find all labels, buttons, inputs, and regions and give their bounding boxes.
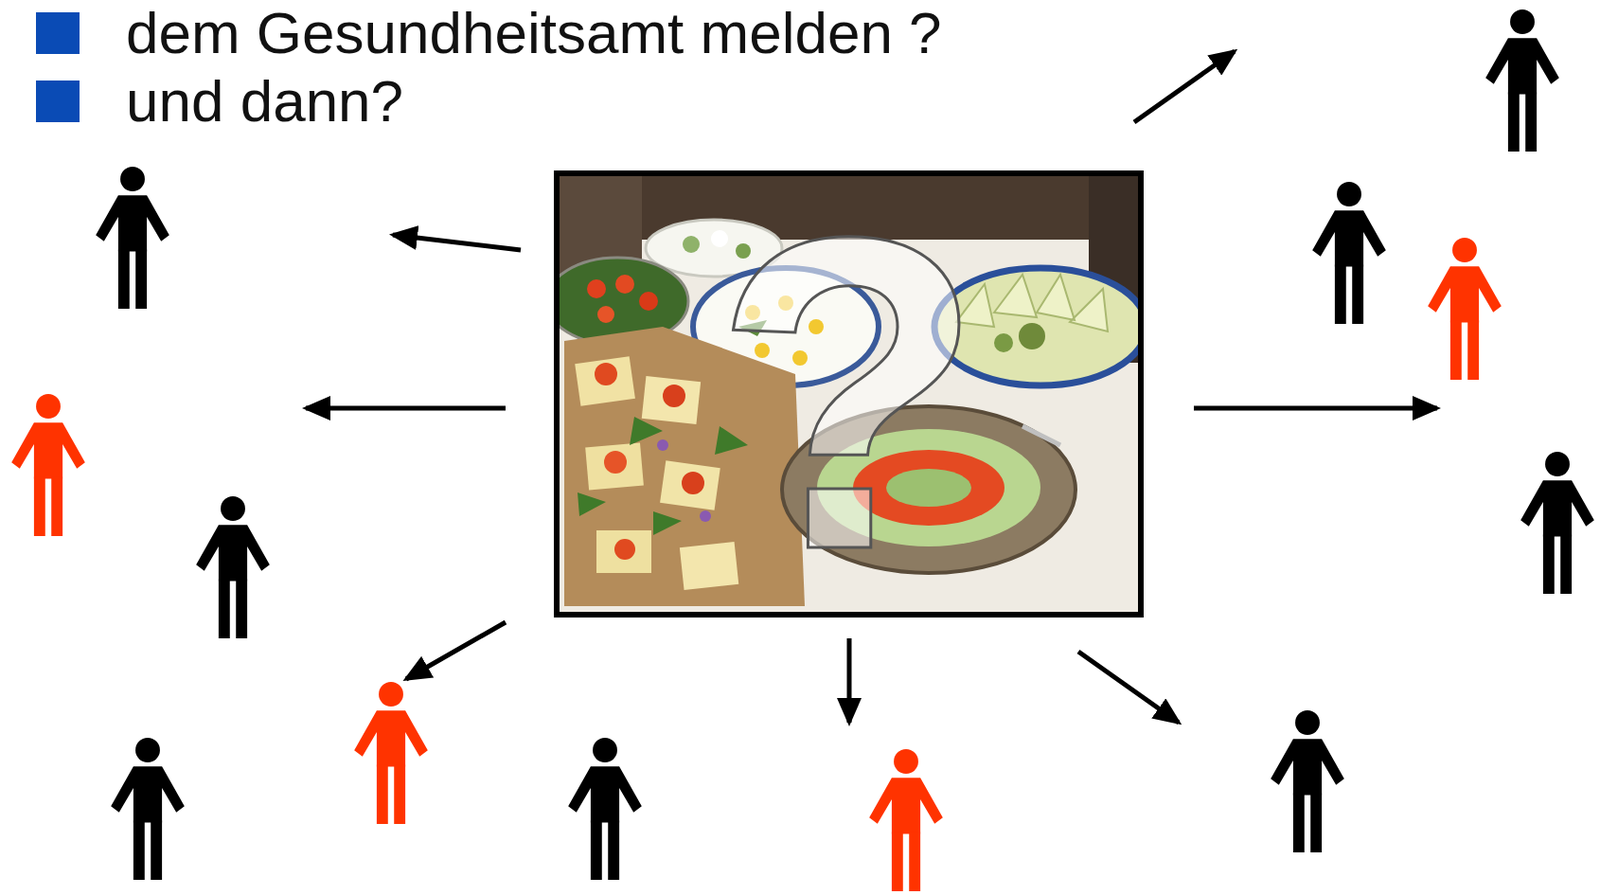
infected-person-figure [11, 393, 86, 536]
bullet-square [35, 80, 80, 123]
infected-person-figure [354, 681, 428, 824]
person-figure [195, 496, 270, 639]
person-figure [1270, 710, 1345, 853]
arrow [847, 638, 853, 723]
arrow [392, 234, 521, 250]
infected-person-figure [1427, 237, 1502, 380]
arrow [406, 622, 506, 679]
infected-person-figure [869, 748, 943, 891]
person-figure [1485, 9, 1560, 152]
person-figure [95, 166, 170, 309]
person-figure [1312, 181, 1387, 324]
person-figure [1520, 451, 1595, 594]
bullet-text: dem Gesundheitsamt melden ? [125, 0, 943, 67]
person-figure [110, 737, 185, 880]
arrow [1078, 651, 1179, 723]
arrow [1193, 406, 1438, 411]
bullet-square [35, 12, 80, 54]
buffet-photo [556, 173, 1141, 615]
photo-frame [556, 173, 1141, 615]
arrow [1134, 51, 1235, 123]
bullet-text: und dann? [125, 68, 404, 135]
arrow [305, 406, 506, 411]
person-figure [568, 737, 642, 880]
question-mark: ? [556, 173, 1141, 615]
